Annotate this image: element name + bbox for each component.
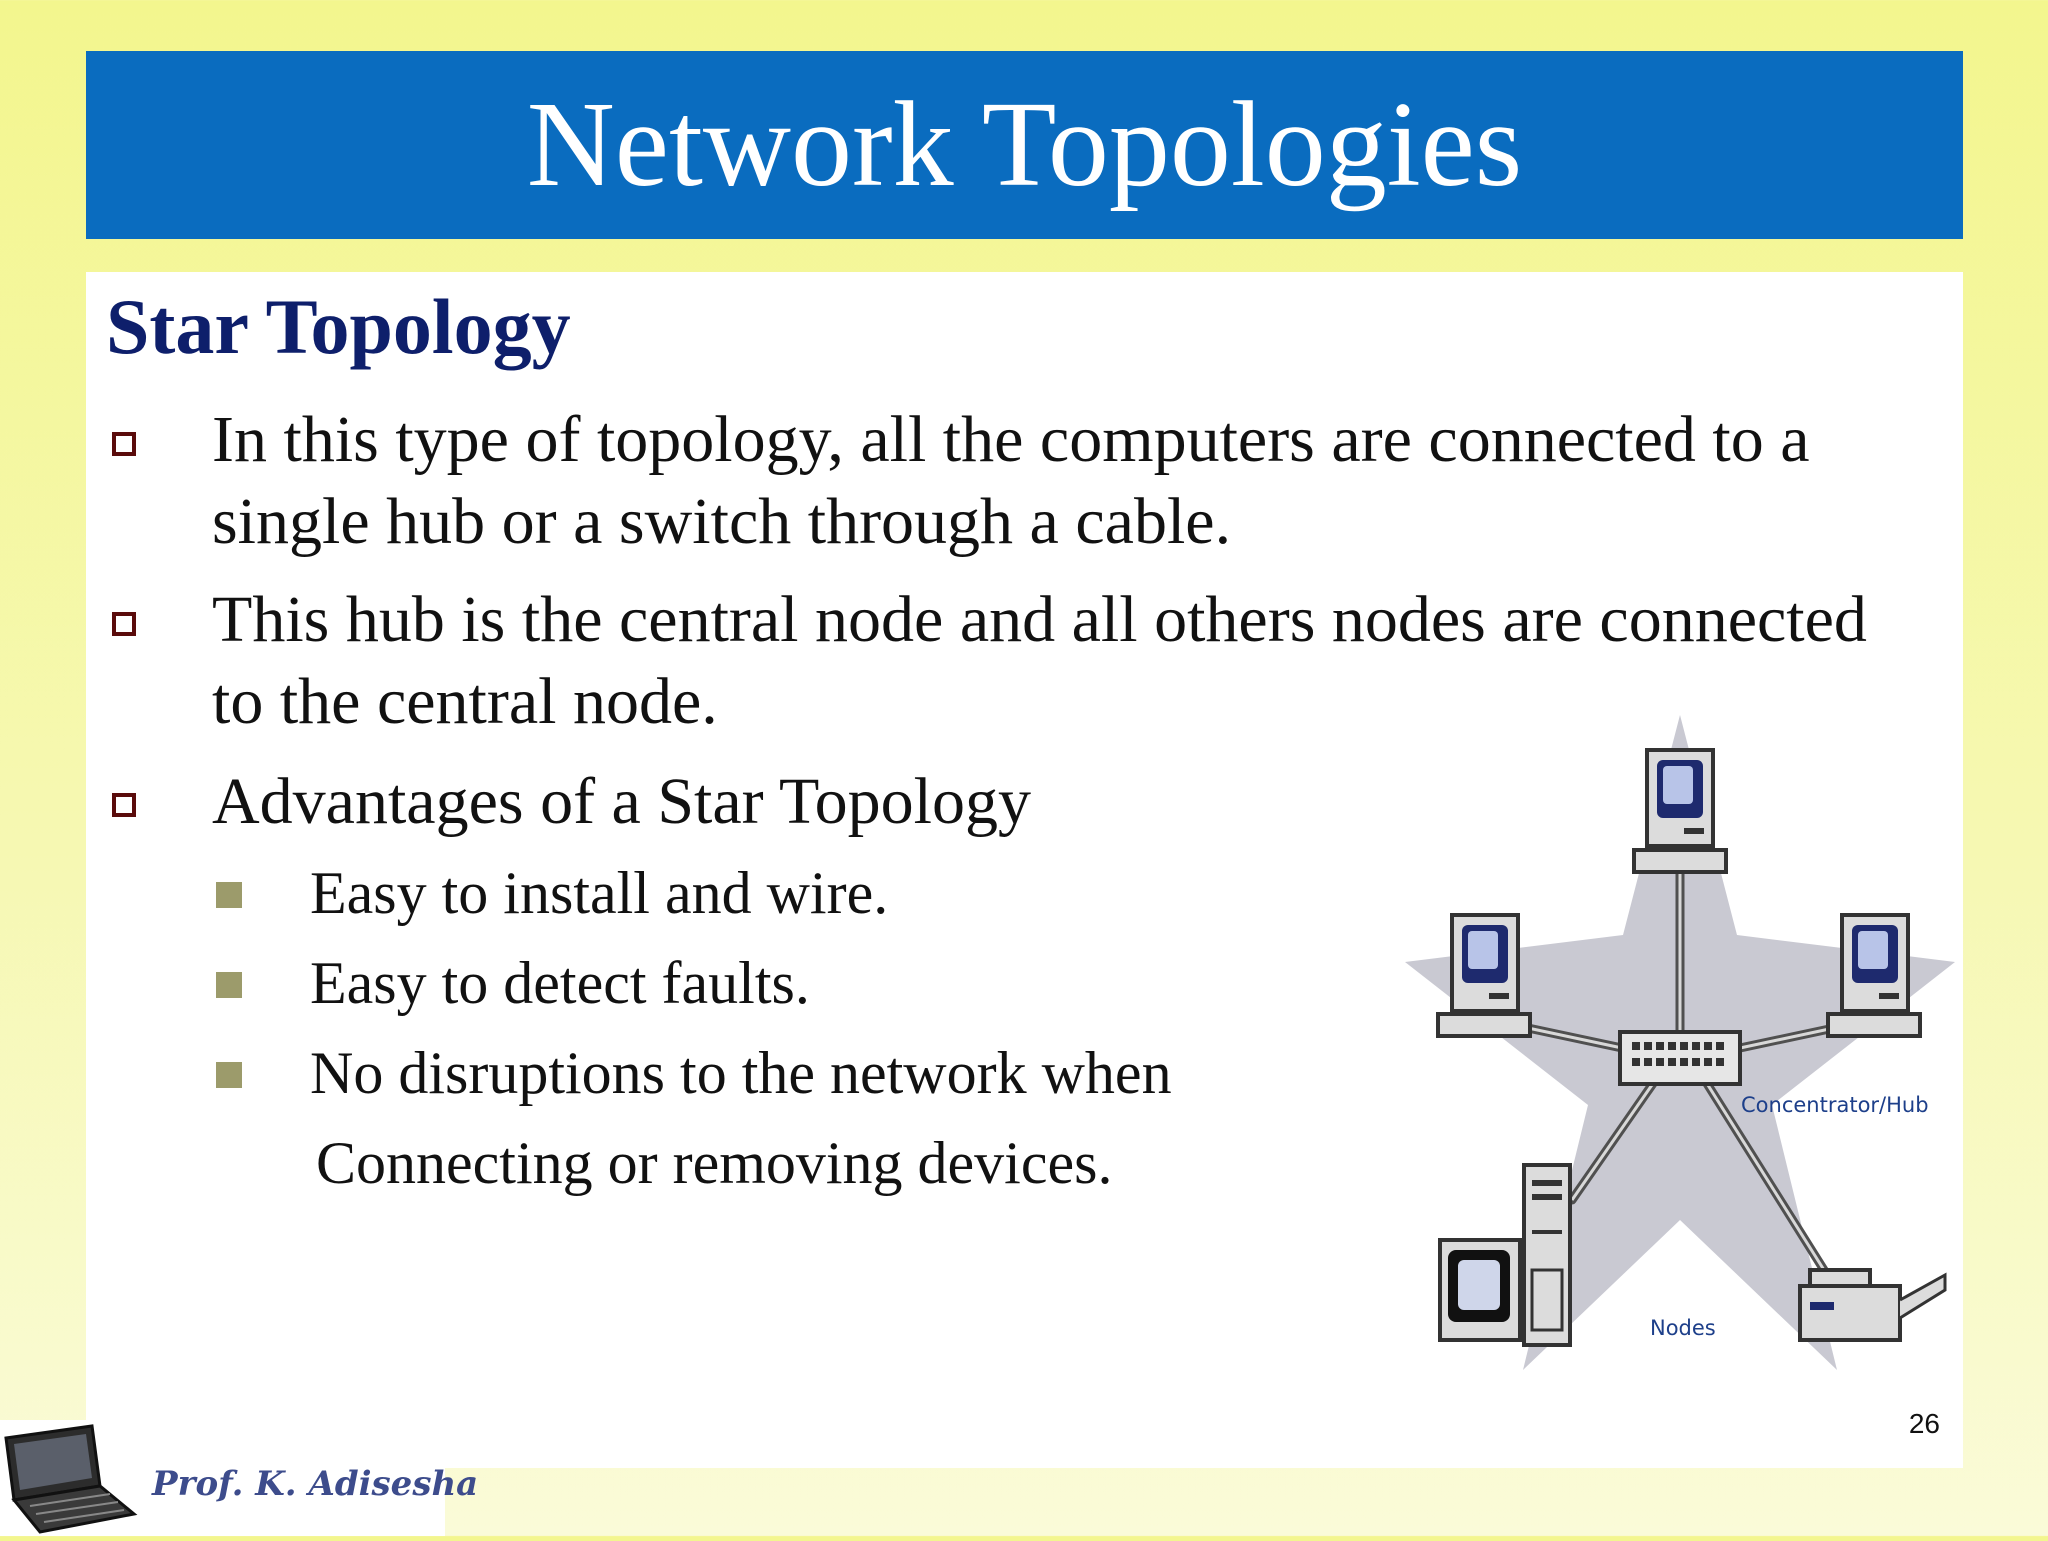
page-number: 26 — [1908, 1408, 1940, 1439]
sub-bullet-2: Easy to detect faults. — [310, 950, 810, 1016]
sub-bullet-3: No disruptions to the network when — [310, 1040, 1172, 1106]
bullet-square-icon — [112, 432, 136, 456]
slide-subtitle: Star Topology — [106, 283, 571, 370]
sub-bullet-3-continuation: Connecting or removing devices. — [316, 1130, 1113, 1196]
bullet-3-line-1: Advantages of a Star Topology — [212, 765, 1032, 838]
computer-icon-left — [1436, 913, 1532, 1038]
bullet-1-line-2: single hub or a switch through a cable. — [212, 485, 1232, 558]
footer — [0, 1420, 445, 1536]
hub-icon — [1618, 1030, 1742, 1086]
bullet-square-icon — [112, 612, 136, 636]
computer-icon-top — [1632, 748, 1728, 874]
printer-icon — [1798, 1268, 1947, 1342]
sub-bullet-square-icon — [216, 882, 242, 908]
hub-label: Concentrator/Hub — [1741, 1093, 1929, 1117]
star-topology-diagram: Concentrator/Hub Nodes — [1405, 715, 1955, 1370]
sub-bullet-1: Easy to install and wire. — [310, 860, 889, 926]
nodes-label: Nodes — [1650, 1316, 1716, 1340]
author-signature: Prof. K. Adisesha — [152, 1464, 479, 1504]
bullet-square-icon — [112, 793, 136, 817]
slide-title: Network Topologies — [526, 77, 1523, 212]
bullet-2-line-1: This hub is the central node and all oth… — [212, 583, 1867, 656]
title-bar: Network Topologies — [86, 51, 1963, 239]
bullet-2-line-2: to the central node. — [212, 665, 718, 738]
laptop-icon — [4, 1424, 138, 1534]
computer-icon-right — [1826, 913, 1922, 1038]
sub-bullet-square-icon — [216, 972, 242, 998]
bullet-1-line-1: In this type of topology, all the comput… — [212, 403, 1810, 476]
workstation-icon — [1438, 1163, 1572, 1347]
sub-bullet-square-icon — [216, 1062, 242, 1088]
